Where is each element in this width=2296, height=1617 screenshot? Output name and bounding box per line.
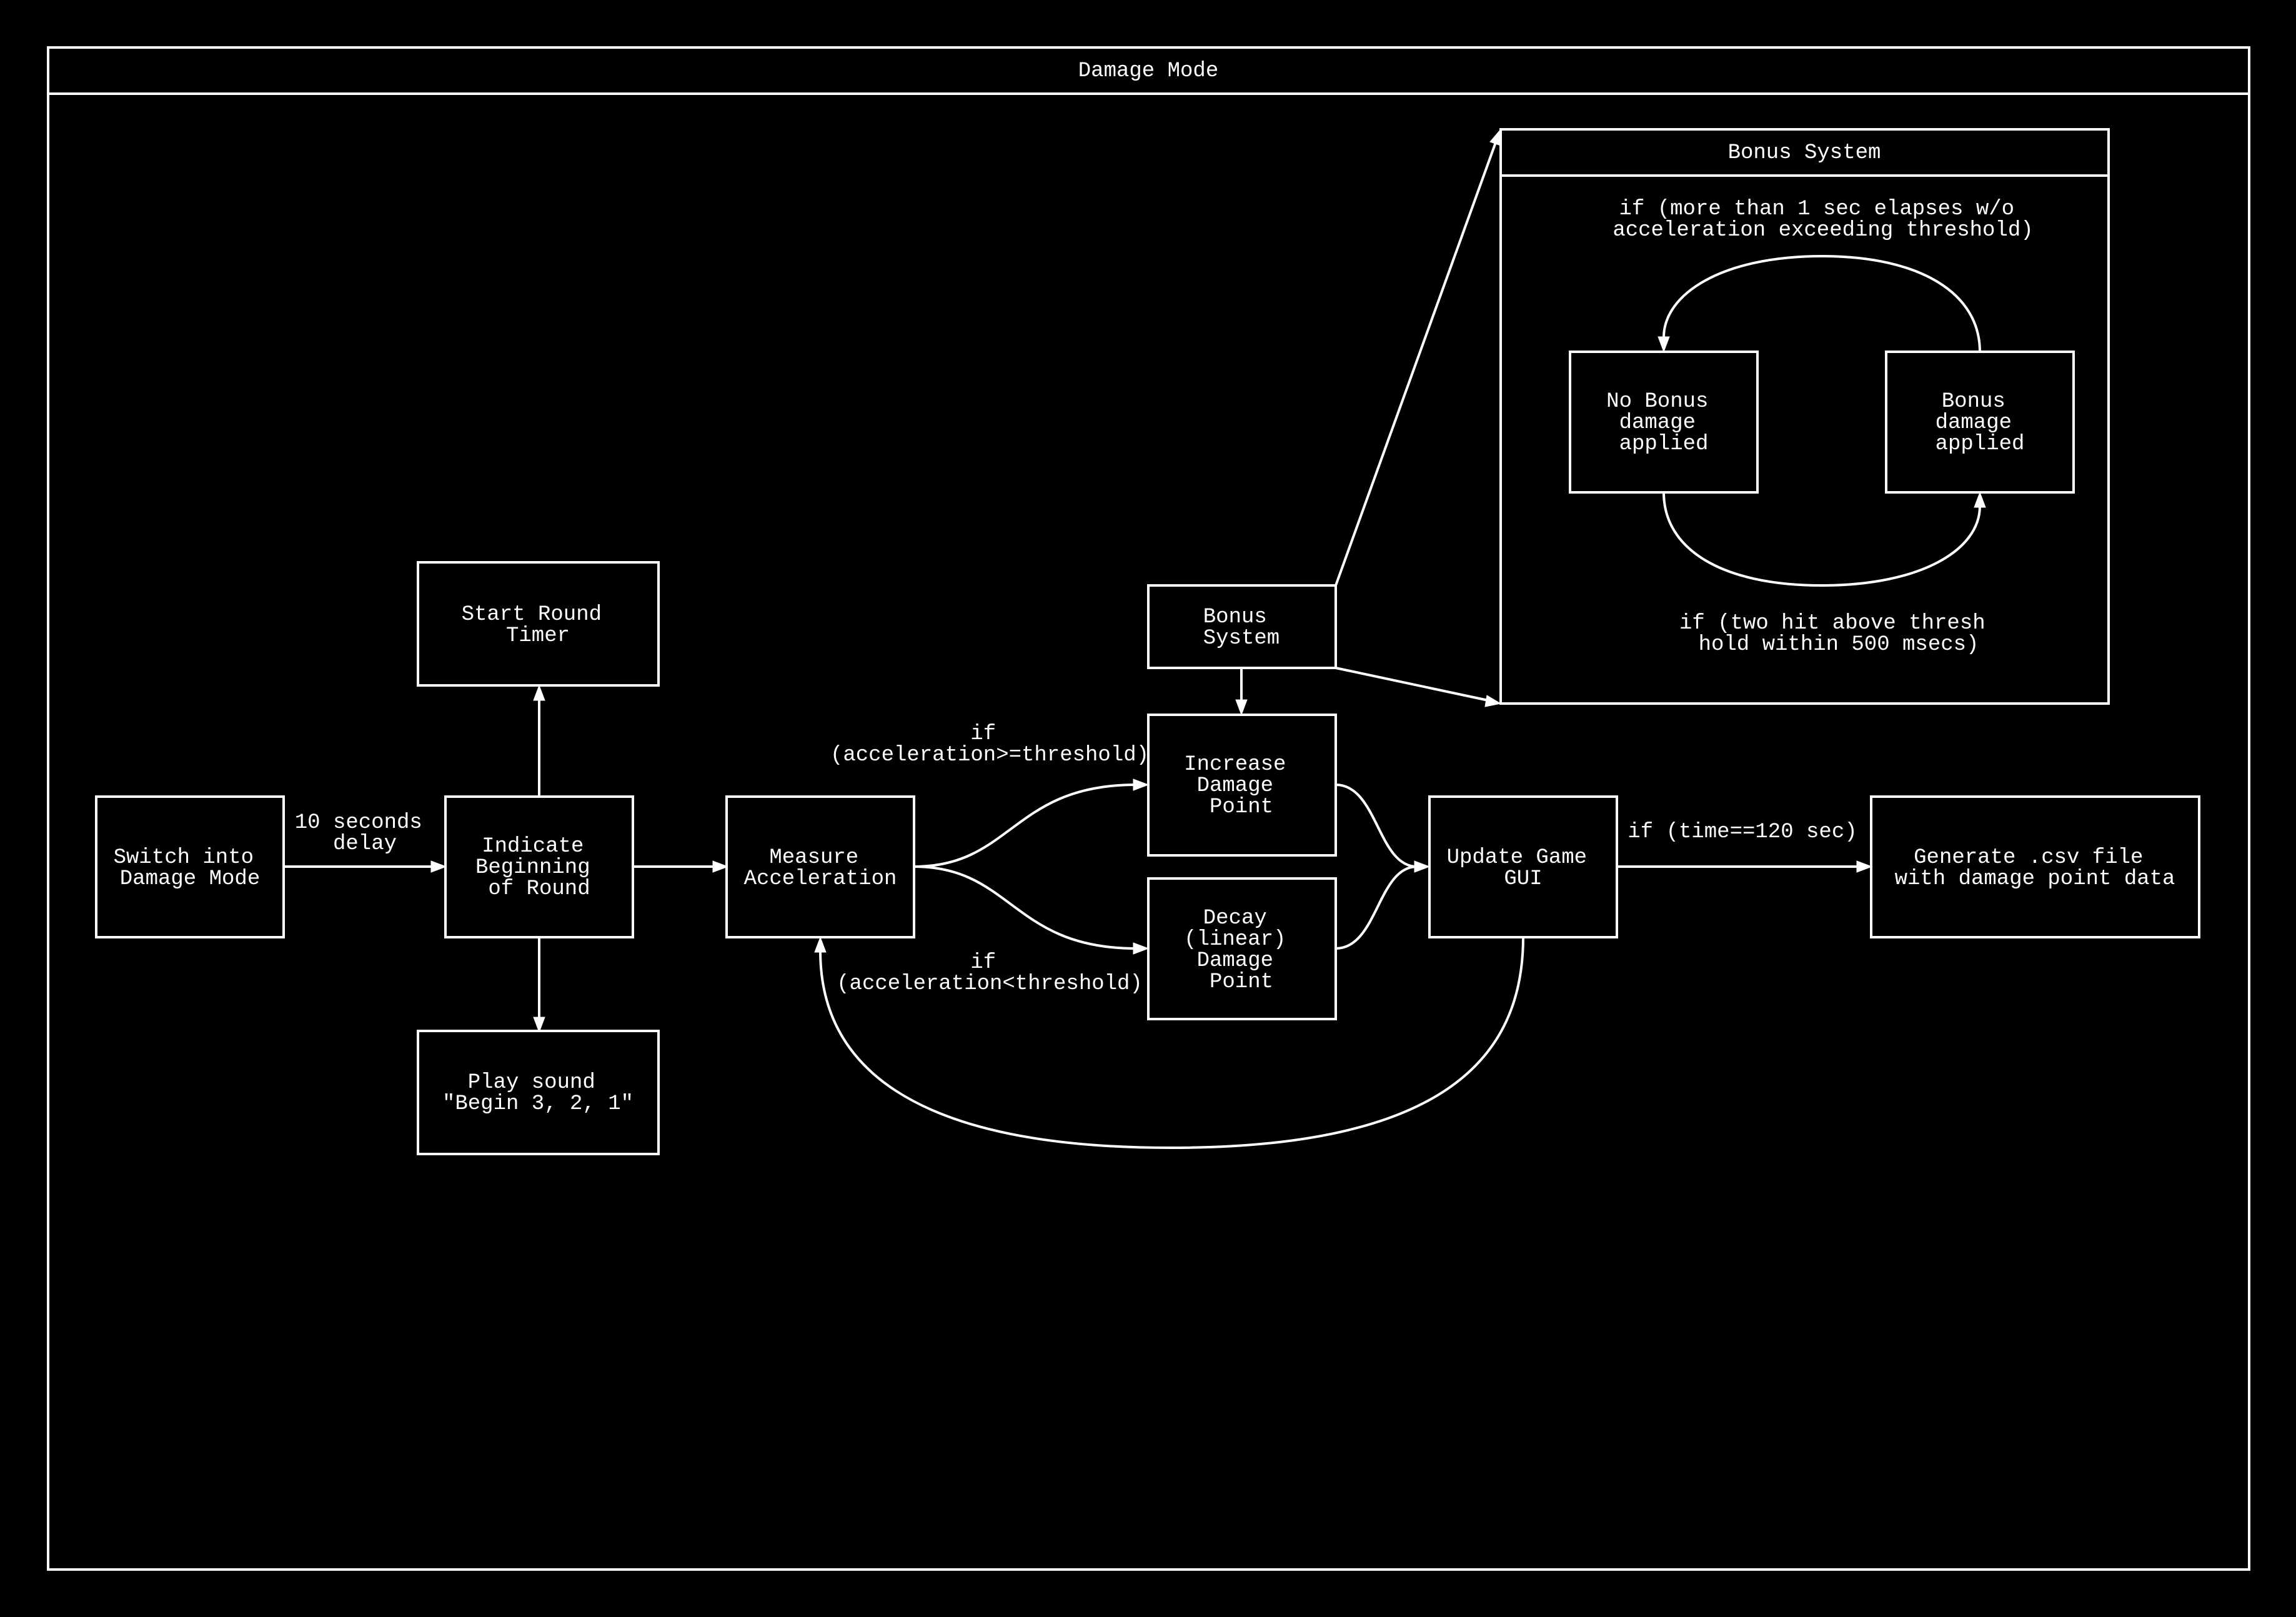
edge-increase-to-update-gui xyxy=(1335,784,1431,873)
edge-indicate-to-play-sound xyxy=(533,937,545,1033)
node-label-line: System xyxy=(1203,627,1280,650)
edge-label-above-threshold: if (acceleration>=threshold) xyxy=(830,722,1149,767)
node-label-line: Point xyxy=(1210,970,1273,994)
edge-update-gui-to-generate-csv xyxy=(1617,860,1873,873)
node-label-line: Decay xyxy=(1203,907,1267,930)
edge-switch-to-indicate xyxy=(284,860,447,873)
svg-text:Bonus damage appli: Bonus damage applied xyxy=(1936,390,2025,456)
svg-text:Indicate Beginning: Indicate Beginning of Round xyxy=(475,835,603,901)
edge-label-line: 10 seconds xyxy=(295,811,422,835)
node-update-game-gui: Update Game GUI xyxy=(1428,795,1618,938)
node-label-line: Indicate xyxy=(482,835,584,858)
edge-update-gui-loop-to-measure xyxy=(814,936,1524,1150)
edge-label-line: if (two hit above thresh xyxy=(1679,612,1985,635)
node-label-line: applied xyxy=(1619,432,1709,456)
svg-text:Update Game GUI: Update Game GUI xyxy=(1447,846,1600,891)
edge-label-line: if xyxy=(970,722,996,746)
node-decay-damage-point: Decay (linear) Damage Point xyxy=(1147,877,1337,1020)
node-bonus-damage-applied: Bonus damage applied xyxy=(1885,351,2075,494)
edge-bonus-to-detail-top xyxy=(1334,128,1501,586)
svg-text:Decay (linear) Dam: Decay (linear) Damage Point xyxy=(1184,907,1299,994)
node-label-line: damage xyxy=(1619,411,1696,435)
bonus-top-condition-label: if (more than 1 sec elapses w/o accelera… xyxy=(1613,197,2033,242)
node-label-line: with damage point data xyxy=(1895,867,2175,891)
frame-title: Damage Mode xyxy=(1078,59,1218,83)
bonus-detail-title: Bonus System xyxy=(1728,141,1881,165)
node-bonus-system: Bonus System xyxy=(1147,584,1337,669)
node-start-round-timer: Start Round Timer xyxy=(417,561,660,687)
edge-indicate-to-start-timer xyxy=(533,684,545,797)
edge-label-line: acceleration exceeding threshold) xyxy=(1613,219,2033,242)
node-increase-damage-point: Increase Damage Point xyxy=(1147,714,1337,857)
edge-bonus-to-detail-bottom xyxy=(1335,667,1502,707)
edge-indicate-to-measure xyxy=(633,860,729,873)
node-switch-into-damage-mode: Switch into Damage Mode xyxy=(95,795,285,938)
edge-label-line: hold within 500 msecs) xyxy=(1699,633,1979,657)
edge-label-below-threshold: if (acceleration<threshold) xyxy=(837,951,1143,996)
node-label-line: Damage xyxy=(1197,774,1273,798)
svg-text:Increase Damage Po: Increase Damage Point xyxy=(1184,753,1299,819)
node-label-line: Damage Mode xyxy=(120,867,260,891)
node-label-line: Point xyxy=(1210,795,1273,819)
svg-text:Play sound "Begin 3, 2,: Play sound "Begin 3, 2, 1" xyxy=(442,1071,634,1116)
node-indicate-beginning-of-round: Indicate Beginning of Round xyxy=(444,795,634,938)
node-label-line: Start Round xyxy=(462,603,602,627)
node-no-bonus-damage-applied: No Bonus damage applied xyxy=(1569,351,1759,494)
node-label-line: Acceleration xyxy=(744,867,897,891)
edge-label-line: (acceleration>=threshold) xyxy=(830,744,1149,767)
node-play-sound: Play sound "Begin 3, 2, 1" xyxy=(417,1030,660,1155)
node-label-line: Measure xyxy=(769,846,858,870)
node-label-line: damage xyxy=(1936,411,2012,435)
node-generate-csv-file: Generate .csv file with damage point dat… xyxy=(1870,795,2200,938)
edge-label-line: if (more than 1 sec elapses w/o xyxy=(1619,197,2015,221)
node-label-line: Play sound xyxy=(468,1071,595,1095)
node-label-line: Beginning xyxy=(475,856,590,880)
node-label-line: Damage xyxy=(1197,949,1273,973)
edge-no-bonus-to-bonus-applied xyxy=(1662,491,1986,587)
bonus-bottom-condition-label: if (two hit above thresh hold within 500… xyxy=(1679,612,1998,657)
node-label-line: (linear) xyxy=(1184,928,1286,952)
node-label-line: Timer xyxy=(506,624,570,648)
node-label-line: applied xyxy=(1936,432,2025,456)
node-label-line: Generate .csv file xyxy=(1914,846,2143,870)
node-label-line: Switch into xyxy=(114,846,254,870)
edge-label-delay: 10 seconds delay xyxy=(295,811,435,856)
node-label-line: Update Game xyxy=(1447,846,1587,870)
bonus-system-detail-frame: Bonus System xyxy=(1499,128,2110,705)
node-measure-acceleration: Measure Acceleration xyxy=(725,795,915,938)
node-label-line: Increase xyxy=(1184,753,1286,777)
node-label-line: of Round xyxy=(488,877,590,901)
edge-measure-to-decay xyxy=(913,865,1150,955)
edge-bonus-applied-to-no-bonus xyxy=(1657,254,1981,353)
edge-label-line: delay xyxy=(333,832,397,856)
node-label-line: Bonus xyxy=(1203,605,1267,629)
node-label-line: "Begin 3, 2, 1" xyxy=(442,1092,634,1116)
node-label-line: GUI xyxy=(1504,867,1542,891)
edge-label-line: if xyxy=(970,951,996,975)
edge-bonus-to-increase xyxy=(1235,668,1248,716)
svg-text:Measure Acceleration: Measure Acceleration xyxy=(744,846,897,891)
edge-measure-to-increase xyxy=(913,779,1150,868)
node-label-line: No Bonus xyxy=(1606,390,1708,414)
edge-decay-to-update-gui xyxy=(1335,865,1418,950)
damage-mode-frame: Damage Mode xyxy=(47,46,2250,1571)
edge-label-line: if (time==120 sec) xyxy=(1628,820,1857,844)
svg-text:Switch into Damage Mode: Switch into Damage Mode xyxy=(114,846,267,891)
svg-text:Generate .csv file with: Generate .csv file with damage point dat… xyxy=(1895,846,2175,891)
node-label-line: Bonus xyxy=(1942,390,2005,414)
svg-text:Bonus System: Bonus System xyxy=(1203,605,1280,650)
svg-text:Start Round Timer: Start Round Timer xyxy=(462,603,615,648)
svg-text:No Bonus damage ap: No Bonus damage applied xyxy=(1606,390,1721,456)
edge-label-line: (acceleration<threshold) xyxy=(837,972,1143,996)
edge-label-time-check: if (time==120 sec) xyxy=(1628,820,1857,844)
